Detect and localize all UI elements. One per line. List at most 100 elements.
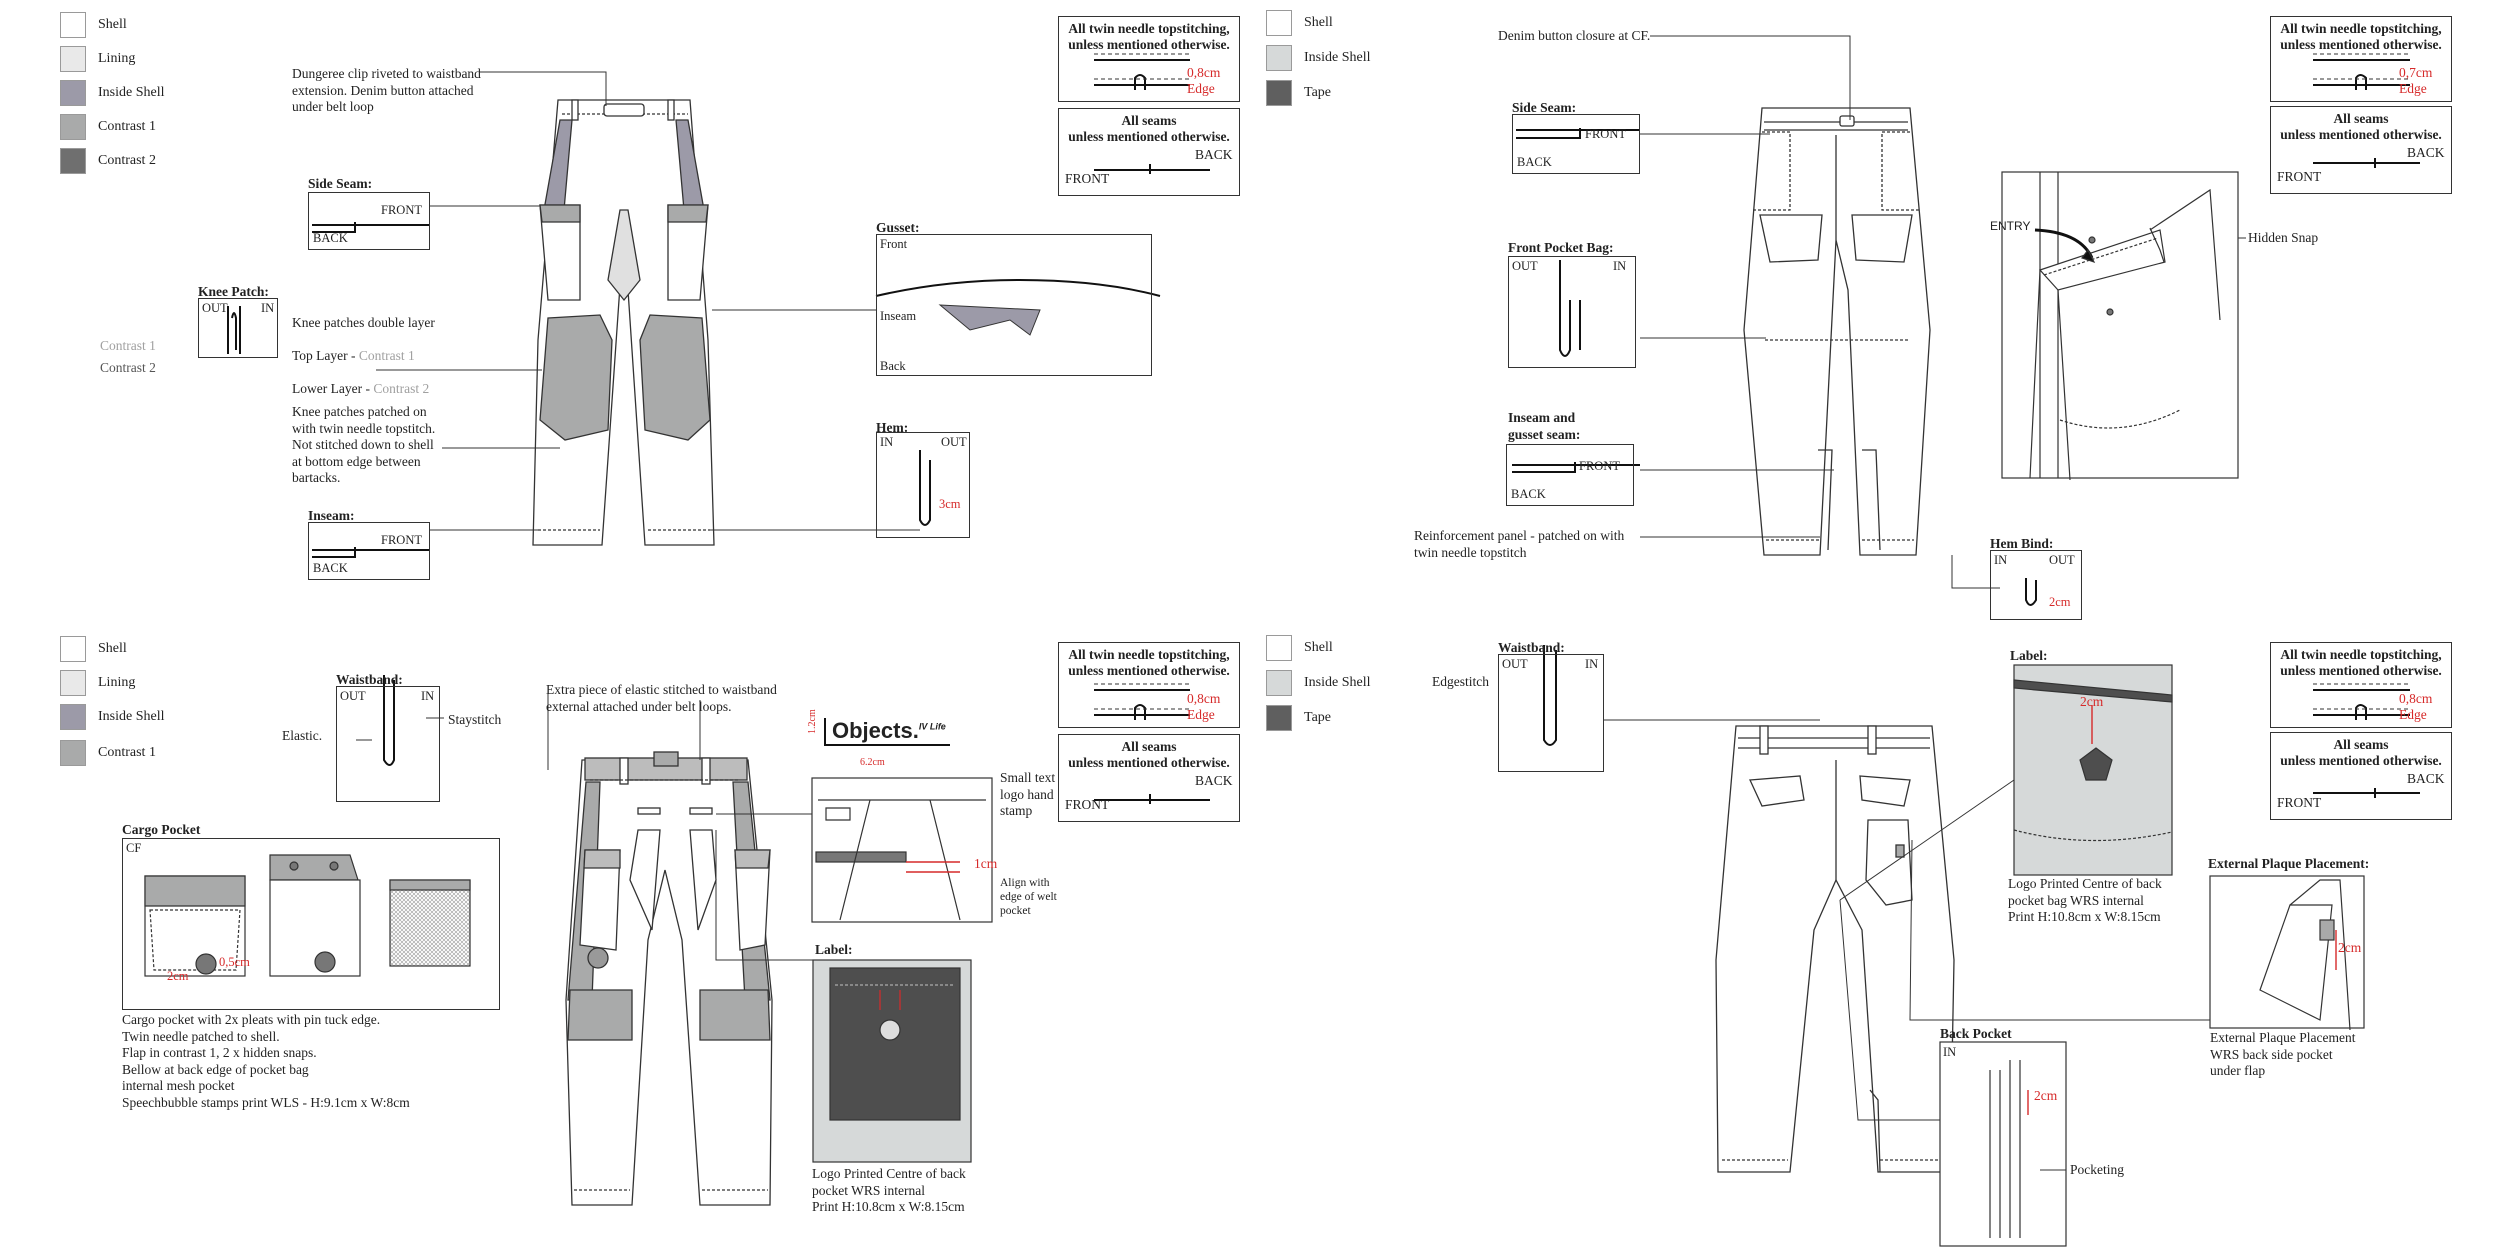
seam-back: BACK: [1517, 155, 1552, 169]
seam-back: BACK: [313, 231, 348, 245]
bind-value: 2cm: [2049, 595, 2071, 609]
gusset-front: Front: [880, 237, 908, 251]
q2-front-pocket-bag-box: OUT IN: [1508, 256, 1636, 368]
legend-label: Shell: [1304, 640, 1333, 655]
q3-small-text-note: Small text logo hand stamp: [1000, 770, 1056, 818]
note-front: FRONT: [1065, 797, 1110, 812]
legend-label: Inside Shell: [1304, 50, 1371, 65]
swatch-contrast1: [60, 740, 86, 766]
q2-seams-note: All seams unless mentioned otherwise. BA…: [2270, 106, 2452, 194]
note-title: All twin needle topstitching,: [1068, 21, 1230, 36]
legend-label: Inside Shell: [1304, 675, 1371, 690]
leader-lines: [356, 35, 2246, 1171]
note-value: 0,8cm: [1187, 65, 1221, 80]
knee-double: Knee patches double layer: [292, 314, 435, 330]
note-value: 0,8cm: [2399, 691, 2433, 706]
q4-waistband-box: OUT IN: [1498, 654, 1604, 772]
q2-hem-bind-box: IN OUT 2cm: [1990, 550, 2082, 620]
q4-plaque-value: 2cm: [2338, 940, 2362, 955]
q2-twin-needle-note: All twin needle topstitching, unless men…: [2270, 16, 2452, 102]
q1-hem-title: Hem:: [876, 420, 909, 435]
q2-front-pocket-bag-title: Front Pocket Bag:: [1508, 240, 1614, 255]
note-edge: Edge: [2399, 707, 2427, 722]
q4-back-pocket-in: IN: [1943, 1045, 1957, 1059]
q3-objects-logo: Objects.IV Life: [824, 718, 950, 746]
note-back: BACK: [2407, 145, 2445, 160]
note-title: All seams: [2333, 111, 2389, 126]
q1-side-seam-box: FRONT BACK: [308, 192, 430, 250]
legend-label: Inside Shell: [98, 709, 165, 724]
q2-hidden-snap-label: Hidden Snap: [2248, 230, 2319, 245]
note-title: All twin needle topstitching,: [1068, 647, 1230, 662]
q3-elastic-label: Elastic.: [282, 728, 323, 743]
hem-in: IN: [880, 435, 894, 449]
seam-front: FRONT: [381, 533, 422, 547]
q4-label-title: Label:: [2010, 648, 2048, 663]
q3-cargo-description: Cargo pocket with 2x pleats with pin tuc…: [122, 1012, 410, 1110]
legend-label: Lining: [98, 51, 136, 66]
swatch-contrast2: [60, 148, 86, 174]
wb-in: IN: [1585, 657, 1599, 671]
q1-twin-needle-note: All twin needle topstitching, unless men…: [1058, 16, 1240, 102]
q4-label-description: Logo Printed Centre of back pocket bag W…: [2008, 876, 2162, 924]
note-title: All twin needle topstitching,: [2280, 647, 2442, 662]
logo-sub: IV Life: [918, 721, 946, 732]
q1-gusset-box: Front Inseam Back: [876, 234, 1152, 376]
swatch-lining: [60, 46, 86, 72]
note-title: unless mentioned otherwise.: [1068, 755, 1230, 770]
q1-knee-double-note: Knee patches double layer Top Layer - Co…: [292, 298, 435, 397]
q4-pocketing-label: Pocketing: [2070, 1162, 2124, 1177]
note-title: unless mentioned otherwise.: [1068, 129, 1230, 144]
q2-reinforcement-note: Reinforcement panel - patched on with tw…: [1414, 528, 1625, 560]
seam-front: FRONT: [1579, 459, 1620, 473]
q2-entry-label: ENTRY: [1990, 219, 2031, 233]
note-back: BACK: [1195, 147, 1233, 162]
q1-knee-patched-note: Knee patches patched on with twin needle…: [292, 404, 436, 485]
q3-staystitch-label: Staystitch: [448, 712, 502, 727]
hem-out: OUT: [941, 435, 967, 449]
bag-in: IN: [1613, 259, 1627, 273]
note-title: unless mentioned otherwise.: [1068, 37, 1230, 52]
q2-denim-button-note: Denim button closure at CF.: [1498, 28, 1651, 43]
gusset-inseam: Inseam: [880, 309, 917, 323]
q3-cargo-pocket-title: Cargo Pocket: [122, 822, 201, 837]
lower-layer-value: Contrast 2: [373, 380, 430, 396]
knee-in: IN: [261, 301, 275, 315]
legend-label: Tape: [1304, 85, 1332, 100]
legend-label: Tape: [1304, 710, 1332, 725]
q3-logo-width: 6.2cm: [860, 757, 885, 768]
note-title: All seams: [2333, 737, 2389, 752]
q3-trouser-flat: [565, 751, 773, 1206]
swatch-tape: [1266, 80, 1292, 106]
q3-label-title: Label:: [815, 942, 853, 957]
legend-label: Shell: [1304, 15, 1333, 30]
q4-label-detail: [2013, 664, 2173, 876]
top-layer-value: Contrast 1: [358, 347, 415, 363]
q3-twin-needle-note: All twin needle topstitching, unless men…: [1058, 642, 1240, 728]
note-title: All twin needle topstitching,: [2280, 21, 2442, 36]
note-title: unless mentioned otherwise.: [2280, 127, 2442, 142]
legend-label: Shell: [98, 17, 127, 32]
swatch-inside-shell: [60, 704, 86, 730]
note-title: unless mentioned otherwise.: [2280, 753, 2442, 768]
note-dashed-lines: [1094, 53, 2410, 710]
note-front: FRONT: [1065, 171, 1110, 186]
seam-back: BACK: [313, 561, 348, 575]
legend-label: Contrast 1: [98, 745, 156, 760]
note-title: unless mentioned otherwise.: [2280, 663, 2442, 678]
seam-back: BACK: [1511, 487, 1546, 501]
q4-back-pocket-value: 2cm: [2034, 1088, 2058, 1103]
q1-inseam-box: FRONT BACK: [308, 522, 430, 580]
seam-front: FRONT: [381, 203, 422, 217]
note-front: FRONT: [2277, 169, 2322, 184]
cargo-cf: CF: [126, 841, 142, 855]
wb-out: OUT: [1502, 657, 1528, 671]
cargo-val2: 2cm: [167, 969, 189, 983]
q4-edgestitch-label: Edgestitch: [1432, 674, 1489, 689]
q3-label-description: Logo Printed Centre of back pocket WRS i…: [812, 1166, 966, 1214]
swatch-lining: [60, 670, 86, 696]
note-edge: Edge: [1187, 707, 1215, 722]
swatch-inside-shell: [1266, 45, 1292, 71]
note-back: BACK: [2407, 771, 2445, 786]
